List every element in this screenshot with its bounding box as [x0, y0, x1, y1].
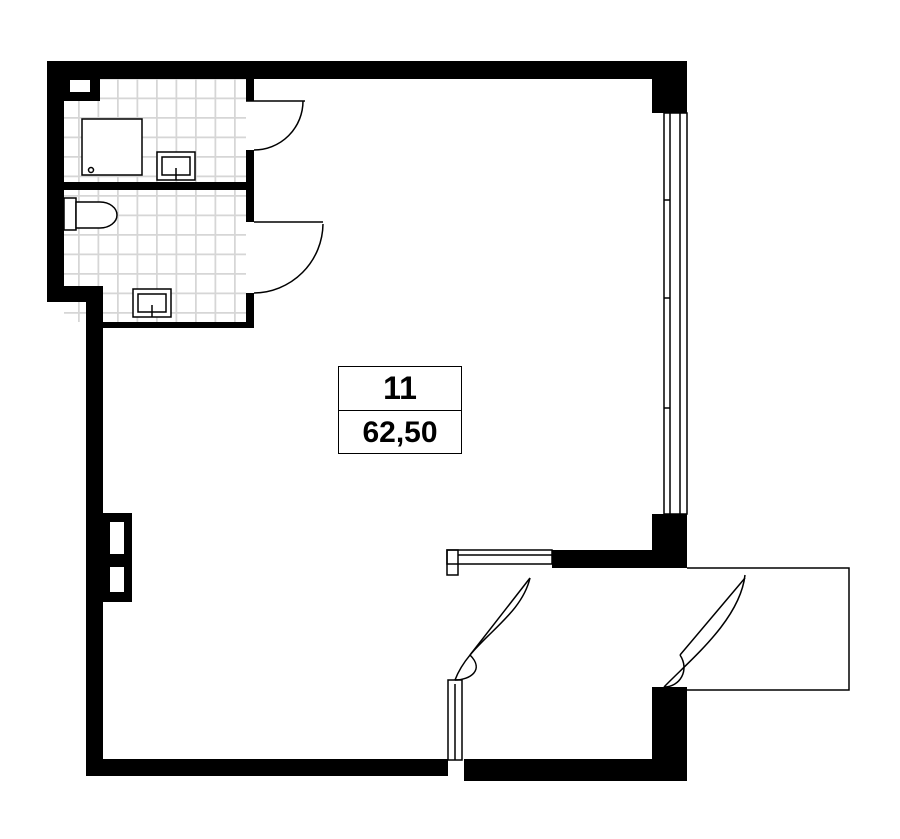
- toilet-tank: [63, 197, 77, 231]
- doors: [246, 100, 746, 688]
- walls: [47, 61, 687, 781]
- shower-tray: [81, 118, 143, 176]
- window-right: [663, 112, 688, 515]
- fixtures: [63, 118, 196, 318]
- window-lower: [447, 679, 463, 761]
- toilet-bowl: [75, 201, 118, 229]
- room-number: 11: [339, 367, 461, 411]
- window-middle: [446, 549, 553, 576]
- room-area: 62,50: [362, 416, 438, 449]
- balcony: [687, 567, 850, 691]
- room-label: 11 62,50: [338, 366, 462, 454]
